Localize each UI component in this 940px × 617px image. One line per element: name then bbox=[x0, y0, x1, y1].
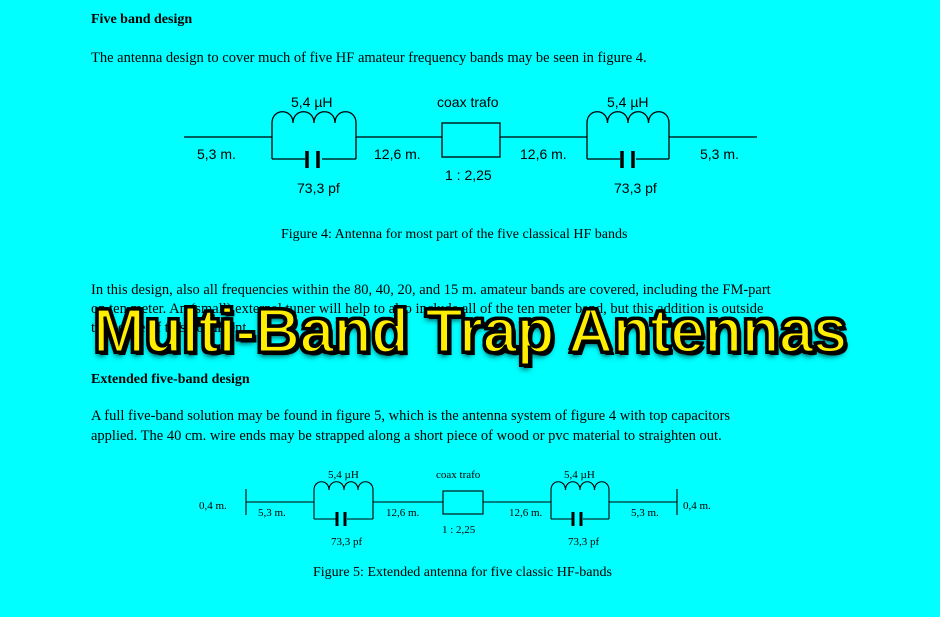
fig4-left-capacitor-label: 73,3 pf bbox=[297, 180, 340, 196]
fig5-mid-right-wire-label: 12,6 m. bbox=[509, 507, 543, 519]
fig5-right-end-label: 0,4 m. bbox=[683, 500, 711, 512]
fig4-right-inductor-label: 5,4 µH bbox=[607, 94, 649, 110]
fig5-left-capacitor-label: 73,3 pf bbox=[331, 536, 363, 548]
fig4-right-trap bbox=[586, 111, 670, 168]
fig4-coax-label: coax trafo bbox=[437, 94, 499, 110]
fig4-left-inductor-coil bbox=[271, 111, 357, 124]
fig4-left-wire-label: 5,3 m. bbox=[197, 146, 236, 162]
fig4-mid-right-wire-label: 12,6 m. bbox=[520, 146, 567, 162]
fig4-left-inductor-label: 5,4 µH bbox=[291, 94, 333, 110]
fig4-coax-box bbox=[441, 122, 501, 158]
fig4-right-wire-label: 5,3 m. bbox=[700, 146, 739, 162]
fig5-coax-ratio-label: 1 : 2,25 bbox=[442, 524, 476, 536]
fig5-right-wire-label: 5,3 m. bbox=[631, 507, 659, 519]
figure-4-caption: Figure 4: Antenna for most part of the f… bbox=[281, 227, 628, 242]
fig5-mid-left-wire-label: 12,6 m. bbox=[386, 507, 420, 519]
fig5-right-trap bbox=[550, 481, 610, 526]
fig5-right-capacitor-label: 73,3 pf bbox=[568, 536, 600, 548]
fig4-mid-left-wire-label: 12,6 m. bbox=[374, 146, 421, 162]
fig4-right-inductor-coil bbox=[586, 111, 670, 124]
figure-5-caption: Figure 5: Extended antenna for five clas… bbox=[313, 565, 612, 580]
fig5-left-wire-label: 5,3 m. bbox=[258, 507, 286, 519]
fig5-left-inductor-label: 5,4 µH bbox=[328, 469, 359, 481]
fig5-right-inductor-coil bbox=[550, 481, 610, 491]
extended-paragraph-line-1: A full five-band solution may be found i… bbox=[91, 408, 731, 424]
fig5-coax-label: coax trafo bbox=[436, 469, 481, 481]
section-heading-extended: Extended five-band design bbox=[91, 372, 250, 387]
overlay-title: Multi-Band Trap Antennas bbox=[92, 296, 849, 368]
fig5-coax-box bbox=[442, 490, 484, 515]
fig4-right-capacitor-label: 73,3 pf bbox=[614, 180, 657, 196]
fig5-left-inductor-coil bbox=[313, 481, 374, 491]
fig4-left-trap bbox=[271, 111, 357, 168]
fig5-left-end-label: 0,4 m. bbox=[199, 500, 227, 512]
body-paragraph-line-1: In this design, also all frequencies wit… bbox=[91, 282, 771, 298]
fig5-left-trap bbox=[313, 481, 374, 526]
body-paragraph-line-3: the scope of this document. bbox=[91, 320, 251, 336]
fig4-coax-ratio-label: 1 : 2,25 bbox=[445, 167, 492, 183]
section-heading-five-band: Five band design bbox=[91, 12, 193, 27]
body-paragraph-line-2: on ten meter. An (small) external tuner … bbox=[91, 301, 764, 317]
extended-paragraph-line-2: applied. The 40 cm. wire ends may be str… bbox=[91, 428, 722, 444]
intro-paragraph: The antenna design to cover much of five… bbox=[91, 50, 647, 66]
fig5-right-inductor-label: 5,4 µH bbox=[564, 469, 595, 481]
